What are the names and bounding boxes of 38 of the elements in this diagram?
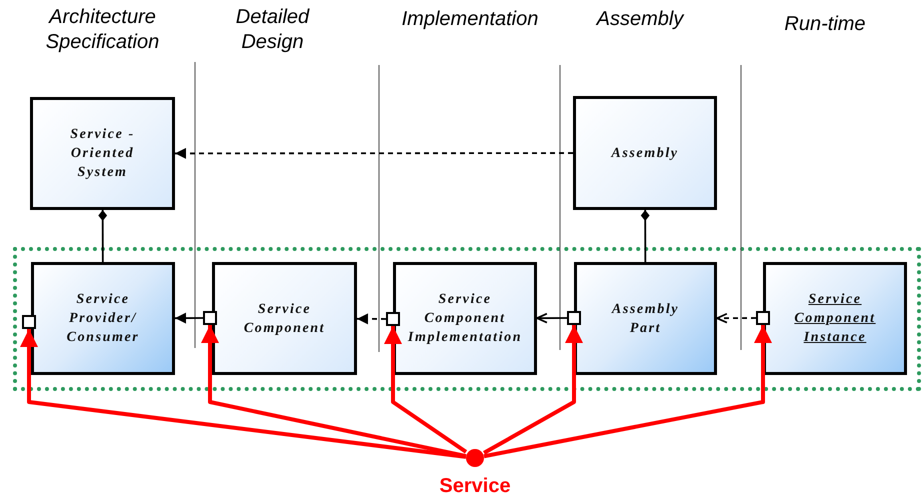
port-square bbox=[22, 315, 36, 329]
arrow bbox=[483, 325, 583, 455]
column-heading: Run-time bbox=[783, 12, 867, 37]
process-box bbox=[30, 97, 175, 210]
node-label: Service bbox=[438, 475, 512, 498]
arrow bbox=[357, 313, 386, 324]
node-label: Service - Oriented System bbox=[69, 126, 136, 182]
arrow bbox=[484, 325, 772, 458]
process-box bbox=[31, 262, 175, 375]
arrow bbox=[201, 325, 466, 458]
arrow bbox=[716, 312, 756, 324]
composition-line bbox=[640, 210, 650, 262]
port-square bbox=[756, 311, 770, 325]
node-label: Assembly bbox=[610, 144, 680, 162]
process-box bbox=[574, 262, 717, 375]
column-heading: Implementation bbox=[400, 7, 540, 32]
port-square bbox=[203, 311, 217, 325]
arrow bbox=[20, 329, 466, 459]
process-box bbox=[573, 96, 717, 210]
arrow bbox=[175, 312, 203, 324]
arrow bbox=[384, 326, 468, 454]
process-box bbox=[393, 262, 537, 375]
node-label: Service Provider/ Consumer bbox=[66, 291, 140, 347]
port-square bbox=[386, 312, 400, 326]
node-label: Assembly Part bbox=[610, 300, 680, 338]
column-heading: Assembly bbox=[594, 7, 686, 32]
group-boundary bbox=[13, 247, 921, 391]
arrow bbox=[175, 148, 573, 159]
process-box bbox=[212, 262, 357, 375]
composition-line bbox=[98, 210, 108, 262]
node-label: Service Component Implementation bbox=[406, 291, 524, 347]
arrow bbox=[536, 312, 567, 324]
port-square bbox=[567, 311, 581, 325]
process-box bbox=[763, 262, 907, 375]
node-label: Service Component Instance bbox=[793, 291, 877, 347]
node-label: Service Component bbox=[242, 300, 326, 338]
column-heading: Architecture Specification bbox=[44, 5, 160, 55]
column-heading: Detailed Design bbox=[234, 5, 311, 55]
